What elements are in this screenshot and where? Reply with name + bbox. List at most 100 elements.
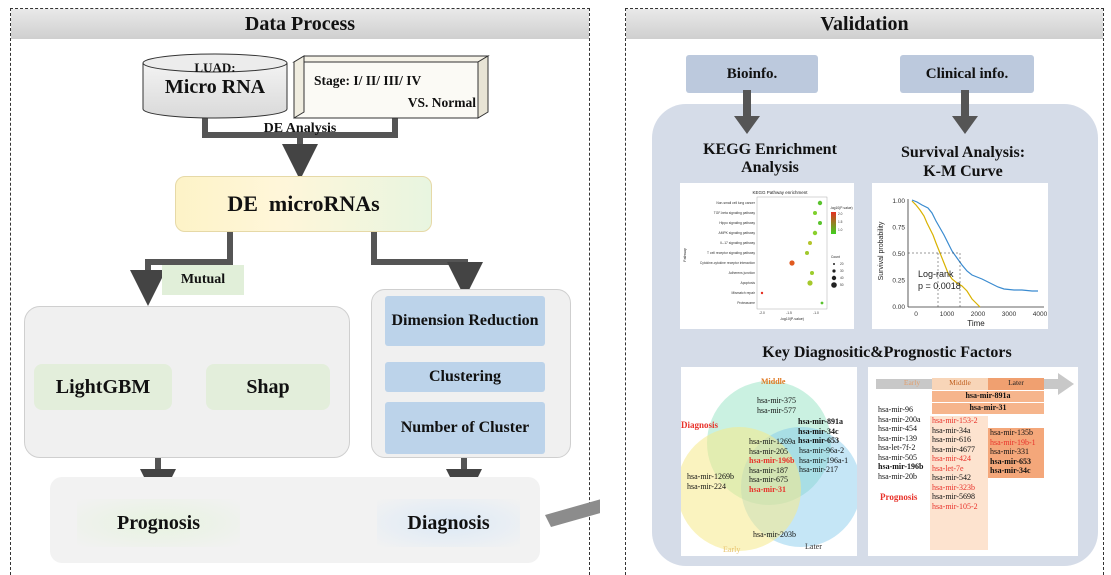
clinical-info-box: Clinical info.	[900, 55, 1034, 93]
validation-panel	[625, 8, 1104, 575]
km-y-tick: 0.25	[892, 278, 905, 285]
prog-gene: hsa-mir-135b	[990, 428, 1033, 437]
kegg-plot-title: KEGG Pathway enrichment	[752, 190, 808, 195]
data-process-panel	[10, 8, 590, 575]
prog-gene: hsa-mir-19b-1	[990, 437, 1036, 447]
lightgbm-box: LightGBM	[34, 364, 172, 410]
diagnosis-box: Diagnosis	[377, 499, 520, 547]
kegg-dot	[820, 301, 824, 305]
venn-early-later: hsa-mir-203b	[753, 530, 796, 539]
km-y-tick: 0.50	[892, 251, 905, 258]
km-curve-low	[911, 200, 981, 308]
venn-early-only: hsa-mir-1269b hsa-mir-224	[687, 472, 734, 491]
shap-box: Shap	[206, 364, 330, 410]
kegg-pathway-label: Mismatch repair	[732, 291, 756, 295]
db-label-top: LUAD:	[194, 60, 236, 75]
venn-gene: hsa-mir-224	[687, 481, 726, 491]
km-x-tick: 1000	[940, 311, 955, 318]
kegg-count-value: 50	[840, 283, 844, 287]
km-x-tick: 2000	[971, 311, 986, 318]
kegg-pathway-label: TGF-beta signaling pathway	[714, 211, 756, 215]
data-process-title: Data Process	[11, 9, 589, 39]
kegg-dot	[789, 260, 795, 266]
venn-gene: hsa-mir-675	[749, 475, 788, 484]
kegg-count-dot	[832, 269, 836, 273]
prog-gene: hsa-mir-653	[990, 456, 1032, 466]
kegg-pathway-label: Proteasome	[737, 301, 755, 305]
kegg-dot	[812, 230, 818, 236]
km-pvalue: p = 0.0018	[918, 281, 961, 291]
venn-gene: hsa-mir-653	[798, 436, 840, 445]
kegg-pathway-label: Adherens junction	[729, 271, 756, 275]
km-xlabel: Time	[967, 319, 985, 328]
kegg-dot	[807, 280, 813, 286]
prog-gene: hsa-mir-20b	[878, 471, 917, 481]
prog-middle-head: Middle	[932, 378, 988, 390]
de-analysis-label: DE Analysis	[263, 121, 337, 136]
kegg-x-tick: -1.5	[786, 311, 792, 315]
km-y-tick: 0.75	[892, 225, 905, 232]
kegg-plot: KEGG Pathway enrichment Pathway Non-smal…	[680, 183, 854, 329]
prog-gene: hsa-mir-505	[878, 452, 917, 462]
validation-arrows	[734, 90, 978, 134]
de-micrornas-box: DE microRNAs	[175, 176, 432, 232]
venn-middle-later: hsa-mir-891a hsa-mir-34c hsa-mir-653	[798, 417, 843, 446]
venn-center: hsa-mir-1269a hsa-mir-205 hsa-mir-196b h…	[749, 437, 796, 494]
venn-gene: hsa-mir-196a-1	[799, 455, 849, 465]
km-ylabel: Survival probability	[878, 221, 885, 280]
number-of-cluster-box: Number of Cluster	[385, 402, 545, 454]
kegg-xlabel: -log10(P-value)	[780, 317, 804, 321]
kegg-count-dot	[831, 282, 837, 288]
prog-gene: hsa-mir-616	[932, 435, 971, 444]
kegg-dot	[810, 271, 814, 275]
survival-title-2: K-M Curve	[923, 163, 1003, 180]
km-logrank: Log-rank	[918, 269, 954, 279]
prog-gene: hsa-mir-153-2	[932, 416, 978, 425]
km-curve-high	[911, 199, 1038, 292]
prog-later-head: Later	[988, 378, 1044, 390]
venn-panel: Middle Diagnosis Early Later hsa-mir-375…	[681, 367, 857, 556]
kegg-dot	[760, 291, 764, 295]
kegg-x-tick: -1.0	[813, 311, 819, 315]
kegg-legend-value: 2.0	[838, 212, 843, 216]
km-x-tick: 4000	[1033, 311, 1048, 318]
clustering-box: Clustering	[385, 362, 545, 392]
venn-middle-only: hsa-mir-375 hsa-mir-577	[757, 396, 796, 415]
survival-title-1: Survival Analysis:	[900, 144, 1026, 161]
km-y-tick: 1.00	[892, 198, 905, 205]
venn-gene: hsa-mir-187	[749, 465, 788, 475]
key-factors-title: Key Diagnositic&Prognostic Factors	[762, 344, 1012, 361]
prog-gene: hsa-let-7e	[932, 463, 964, 473]
venn-gene: hsa-mir-196b	[749, 456, 795, 465]
prog-gene: hsa-mir-4677	[932, 444, 975, 454]
mutual-label: Mutual	[162, 265, 244, 295]
kegg-dot	[817, 200, 823, 206]
kegg-legend-value: 1.0	[838, 228, 843, 232]
db-label-main: Micro RNA	[164, 75, 266, 98]
bioinfo-box: Bioinfo.	[686, 55, 818, 93]
validation-title: Validation	[626, 9, 1103, 39]
prognosis-panel: Early Middle Later hsa-mir-891a hsa-mir-…	[868, 367, 1078, 556]
stage-label: Stage: I/ II/ III/ IV	[314, 73, 422, 88]
venn-later-label: Later	[805, 542, 822, 551]
km-x-tick: 0	[914, 311, 918, 318]
prog-gene: hsa-let-7f-2	[878, 443, 916, 452]
kegg-count-value: 20	[840, 262, 844, 266]
venn-gene: hsa-mir-375	[757, 396, 796, 405]
kegg-count-dot	[833, 263, 835, 265]
venn-gene: hsa-mir-34c	[798, 426, 839, 436]
km-x-tick: 3000	[1002, 311, 1017, 318]
kegg-pathway-label: IL-17 signaling pathway	[720, 241, 755, 245]
venn-gene: hsa-mir-891a	[798, 417, 844, 426]
venn-gene: hsa-mir-205	[749, 446, 788, 456]
database-icon	[142, 53, 288, 119]
venn-gene: hsa-mir-577	[757, 405, 796, 415]
prog-early-head: Early	[903, 378, 921, 387]
kegg-legend-value: 1.5	[838, 220, 843, 224]
prog-row-1: hsa-mir-891a	[932, 391, 1044, 402]
kegg-count-title: Count	[831, 255, 840, 259]
prog-gene: hsa-mir-331	[990, 447, 1029, 456]
kegg-dot	[805, 251, 809, 255]
kegg-ylabel: Pathway	[683, 248, 687, 262]
